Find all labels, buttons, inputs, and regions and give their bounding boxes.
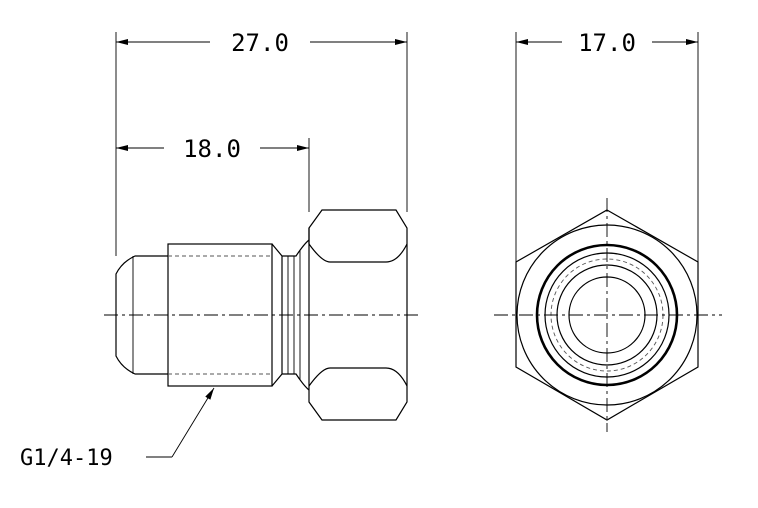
end-view: 17.0 bbox=[494, 29, 722, 432]
dimension-text-overall-length: 27.0 bbox=[231, 29, 289, 57]
dimension-overall-length: 27.0 bbox=[116, 29, 407, 57]
hexagon-outline bbox=[515, 209, 699, 421]
thread-callout: G1/4-19 bbox=[20, 387, 215, 471]
hex-flat-curve-top bbox=[308, 243, 408, 263]
dimension-thread-length: 18.0 bbox=[116, 135, 309, 163]
hex-flat-curve-bottom bbox=[308, 367, 408, 387]
dimension-hex-width: 17.0 bbox=[516, 29, 698, 57]
hex-nut-outline bbox=[308, 209, 408, 421]
dimension-text-hex-width: 17.0 bbox=[578, 29, 636, 57]
side-view: 27.0 18.0 G1/4-19 bbox=[20, 29, 418, 471]
dimension-text-thread-length: 18.0 bbox=[183, 135, 241, 163]
thread-callout-text: G1/4-19 bbox=[20, 446, 113, 471]
